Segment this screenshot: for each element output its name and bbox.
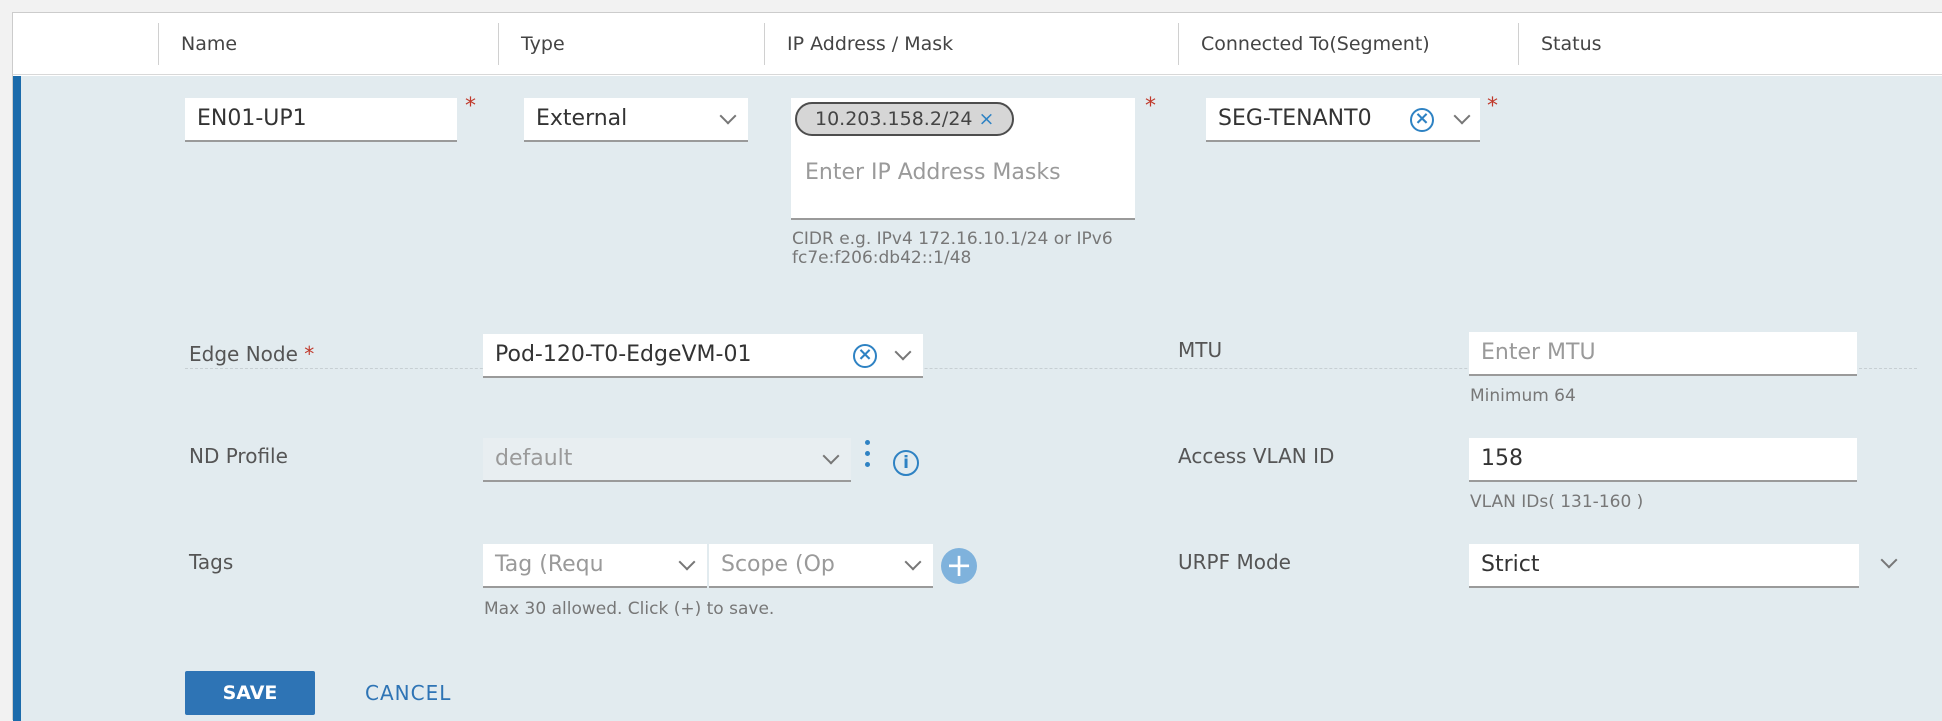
tags-label: Tags <box>189 550 234 574</box>
segment-value: SEG-TENANT0 <box>1218 106 1372 131</box>
name-value: EN01-UP1 <box>197 106 307 131</box>
column-header-ip[interactable]: IP Address / Mask <box>764 23 1178 65</box>
ip-address-chip-text: 10.203.158.2/24 <box>815 108 973 130</box>
required-marker: * <box>304 342 315 366</box>
name-field[interactable]: EN01-UP1 <box>185 98 457 142</box>
mtu-hint: Minimum 64 <box>1470 386 1576 406</box>
edge-node-label: Edge Node * <box>189 342 315 366</box>
nd-profile-label: ND Profile <box>189 444 288 468</box>
required-marker: * <box>465 94 476 119</box>
scope-select[interactable]: Scope (Op <box>709 544 933 588</box>
ip-address-chip: 10.203.158.2/24× <box>795 102 1015 136</box>
clear-icon[interactable]: × <box>853 344 877 368</box>
chevron-down-icon <box>719 107 737 125</box>
ip-address-hint: CIDR e.g. IPv4 172.16.10.1/24 or IPv6 fc… <box>792 229 1113 268</box>
required-marker: * <box>1145 94 1156 119</box>
chevron-down-icon <box>1453 107 1471 125</box>
column-header-connected[interactable]: Connected To(Segment) <box>1178 23 1518 65</box>
mtu-placeholder: Enter MTU <box>1481 340 1596 365</box>
column-header-status[interactable]: Status <box>1518 23 1938 65</box>
vlan-hint: VLAN IDs( 131-160 ) <box>1470 492 1644 512</box>
table-row-editing: EN01-UP1 * External 10.203.158.2/24× Ent… <box>13 76 1942 721</box>
tag-placeholder: Tag (Requ <box>495 552 604 577</box>
interface-editor: Name Type IP Address / Mask Connected To… <box>12 12 1942 721</box>
segment-select[interactable]: SEG-TENANT0 × <box>1206 98 1480 142</box>
column-header-type[interactable]: Type <box>498 23 764 65</box>
divider <box>185 368 1917 369</box>
chevron-down-icon <box>822 447 840 465</box>
column-header-name[interactable]: Name <box>158 23 498 65</box>
chevron-down-icon <box>678 553 696 571</box>
scope-placeholder: Scope (Op <box>721 552 835 577</box>
nd-profile-select[interactable]: default <box>483 438 851 482</box>
vlan-label: Access VLAN ID <box>1178 444 1335 468</box>
chevron-down-icon <box>904 553 922 571</box>
table-header: Name Type IP Address / Mask Connected To… <box>13 13 1942 75</box>
add-tag-icon[interactable]: + <box>941 548 977 584</box>
cancel-button[interactable]: CANCEL <box>365 681 452 705</box>
edge-node-value: Pod-120-T0-EdgeVM-01 <box>495 342 752 367</box>
more-options-icon[interactable] <box>865 440 871 473</box>
clear-icon[interactable]: × <box>1410 108 1434 132</box>
vlan-input[interactable]: 158 <box>1469 438 1857 482</box>
ip-address-placeholder: Enter IP Address Masks <box>805 160 1061 185</box>
type-value: External <box>536 106 628 131</box>
info-icon[interactable]: i <box>893 450 919 476</box>
urpf-value: Strict <box>1481 552 1540 577</box>
tag-select[interactable]: Tag (Requ <box>483 544 707 588</box>
save-button[interactable]: SAVE <box>185 671 315 715</box>
edge-node-select[interactable]: Pod-120-T0-EdgeVM-01 × <box>483 334 923 378</box>
ip-address-field[interactable]: 10.203.158.2/24× Enter IP Address Masks <box>791 98 1135 220</box>
urpf-label: URPF Mode <box>1178 550 1291 574</box>
chevron-down-icon <box>894 343 912 361</box>
type-select[interactable]: External <box>524 98 748 142</box>
vlan-value: 158 <box>1481 446 1523 471</box>
remove-chip-icon[interactable]: × <box>978 108 995 130</box>
required-marker: * <box>1487 94 1498 119</box>
tags-hint: Max 30 allowed. Click (+) to save. <box>484 599 775 619</box>
chevron-down-icon[interactable] <box>1880 551 1898 569</box>
nd-profile-value: default <box>495 446 573 471</box>
mtu-input[interactable]: Enter MTU <box>1469 332 1857 376</box>
mtu-label: MTU <box>1178 338 1223 362</box>
urpf-select[interactable]: Strict <box>1469 544 1859 588</box>
